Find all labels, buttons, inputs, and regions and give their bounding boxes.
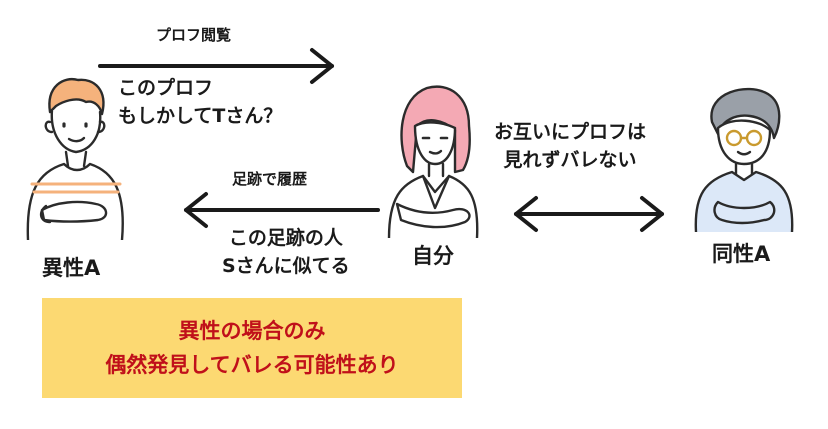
self-person-name: 自分 [412, 244, 454, 268]
footprint-history-label: 足跡で履歴 [232, 170, 308, 188]
self-thought-line-1: この足跡の人 [228, 227, 343, 249]
opposite-thought-line-2: もしかしてTさん？ [118, 105, 283, 127]
profile-view-label: プロフ閲覧 [156, 26, 232, 44]
self-thought-line-2: Sさんに似てる [222, 255, 350, 277]
opposite-thought-line-1: このプロフ [118, 77, 214, 99]
warning-note: 異性の場合のみ 偶然発見してバレる可能性あり [42, 298, 462, 398]
mutual-line-2: 見れずバレない [503, 149, 637, 171]
opposite-thought: このプロフ もしかしてTさん？ [118, 74, 282, 130]
footprint-arrow [184, 192, 380, 228]
mutual-label: お互いにプロフは 見れずバレない [494, 118, 646, 174]
profile-view-arrow [98, 48, 334, 84]
opposite-person-name: 異性A [42, 256, 101, 280]
same-person-illustration [694, 87, 794, 232]
warning-note-text: 異性の場合のみ 偶然発見してバレる可能性あり [42, 314, 462, 382]
mutual-line-1: お互いにプロフは [494, 121, 647, 143]
warning-note-line-2: 偶然発見してバレる可能性あり [105, 353, 399, 377]
same-person-name: 同性A [712, 242, 771, 266]
mutual-arrow [514, 196, 664, 232]
opposite-person-illustration [26, 77, 124, 240]
warning-note-line-1: 異性の場合のみ [178, 319, 326, 343]
self-person-illustration [387, 85, 479, 238]
self-thought: この足跡の人 Sさんに似てる [222, 224, 350, 280]
